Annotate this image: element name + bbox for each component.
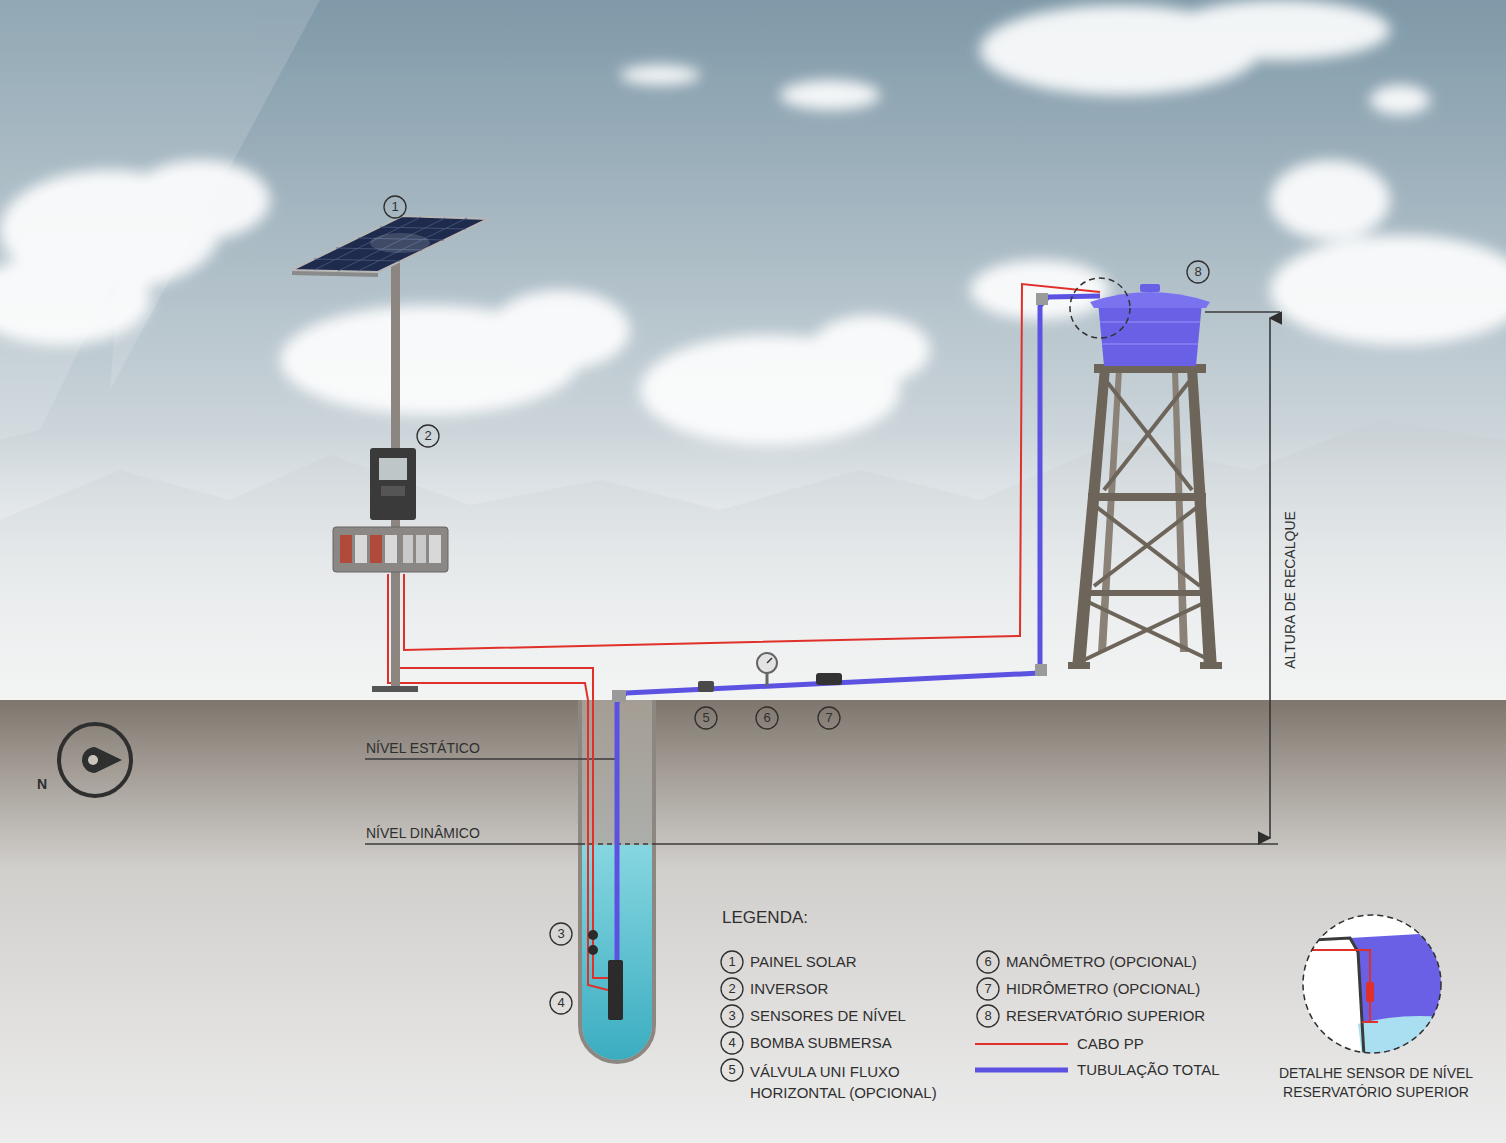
compass-letter: N [37, 776, 47, 793]
legend-text: RESERVATÓRIO SUPERIOR [1006, 1007, 1205, 1025]
legend-number: 2 [728, 981, 735, 997]
legend-number: 1 [728, 954, 735, 970]
manometer-needle [767, 658, 772, 663]
pole-base [372, 686, 418, 692]
detail-marker [1070, 278, 1130, 338]
callout-ring [721, 951, 743, 973]
callout-number: 6 [763, 710, 770, 726]
callout-ring [818, 707, 840, 729]
legend-line-sample [975, 1068, 1068, 1073]
legend-number: 3 [728, 1008, 735, 1024]
legend-title: LEGENDA: [722, 908, 808, 928]
legend-text: TUBULAÇÃO TOTAL [1077, 1061, 1220, 1079]
static-level-line [365, 758, 618, 760]
callout-ring [1187, 261, 1209, 283]
submersible-pump [608, 960, 623, 1020]
dimension-label: ALTURA DE RECALQUE [1282, 511, 1299, 669]
control-box [333, 527, 448, 572]
hydrometer [816, 673, 842, 685]
mountains [0, 420, 1506, 702]
callout-ring [756, 707, 778, 729]
legend-text: SENSORES DE NÍVEL [750, 1007, 906, 1025]
legend-text: MANÔMETRO (OPCIONAL) [1006, 953, 1197, 971]
legend-number: 6 [984, 954, 991, 970]
inverter-keys [381, 486, 405, 496]
pipe-elbow [1035, 664, 1047, 676]
level-sensor [588, 930, 598, 940]
callout-ring [977, 1005, 999, 1027]
mist [0, 430, 1506, 702]
callout-ring [721, 1059, 743, 1081]
legend-text: VÁLVULA UNI FLUXO HORIZONTAL (OPCIONAL) [750, 1061, 955, 1103]
callout-ring [977, 951, 999, 973]
north-arrow [59, 724, 131, 796]
height-tick [1205, 311, 1280, 313]
legend-number: 8 [984, 1008, 991, 1024]
callout-ring [550, 992, 572, 1014]
ground [0, 700, 1506, 1143]
callout-number: 4 [557, 995, 564, 1011]
check-valve [698, 681, 714, 692]
callout-number: 8 [1194, 264, 1201, 280]
callout-ring [721, 1005, 743, 1027]
legend-text: BOMBA SUBMERSA [750, 1034, 892, 1052]
callout-ring [550, 923, 572, 945]
detail-illustration [1257, 912, 1487, 1056]
callout-number: 3 [557, 926, 564, 942]
legend-line-sample [975, 1043, 1068, 1045]
level-label: NÍVEL ESTÁTICO [366, 740, 480, 757]
callout-ring [417, 425, 439, 447]
callout-ring [977, 978, 999, 1000]
legend-text: CABO PP [1077, 1035, 1144, 1053]
detail-caption: DETALHE SENSOR DE NÍVEL RESERVATÓRIO SUP… [1257, 1064, 1495, 1102]
water-tower [1068, 364, 1222, 669]
inverter-screen [379, 458, 407, 480]
breakers [340, 535, 441, 563]
detail-circle: DETALHE SENSOR DE NÍVEL RESERVATÓRIO SUP… [1257, 912, 1495, 1102]
callout-number: 2 [424, 428, 431, 444]
level-sensor [588, 945, 598, 955]
tower-braces [1084, 378, 1210, 660]
pipe-elbow [1036, 293, 1048, 305]
level-label: NÍVEL DINÂMICO [366, 825, 480, 842]
callout-ring [721, 978, 743, 1000]
dynamic-level-line [365, 843, 580, 845]
callout-number: 7 [825, 710, 832, 726]
legend-text: PAINEL SOLAR [750, 953, 857, 971]
pipe-elbow [612, 690, 626, 702]
callout-ring [721, 1032, 743, 1054]
solar-panel [292, 216, 488, 272]
sun-rays [0, 0, 320, 440]
dynamic-level-line [655, 843, 1278, 845]
panel-grid [314, 217, 467, 271]
legend-number: 7 [984, 981, 991, 997]
callout-number: 5 [702, 710, 709, 726]
legend-number: 5 [728, 1062, 735, 1078]
legend-text: INVERSOR [750, 980, 828, 998]
legend-text: HIDRÔMETRO (OPCIONAL) [1006, 980, 1200, 998]
manometer-stem [766, 672, 769, 686]
panel-sheen [370, 233, 430, 253]
callout-ring [695, 707, 717, 729]
clouds [0, 0, 1506, 445]
cables [388, 262, 1100, 990]
manometer [757, 653, 777, 673]
callout-number: 1 [391, 199, 398, 215]
reservoir-tank [1090, 284, 1210, 366]
legend-number: 4 [728, 1035, 735, 1051]
callout-ring [384, 196, 406, 218]
height-dimension [1269, 318, 1271, 838]
inverter [370, 448, 416, 520]
sky [0, 0, 1506, 702]
